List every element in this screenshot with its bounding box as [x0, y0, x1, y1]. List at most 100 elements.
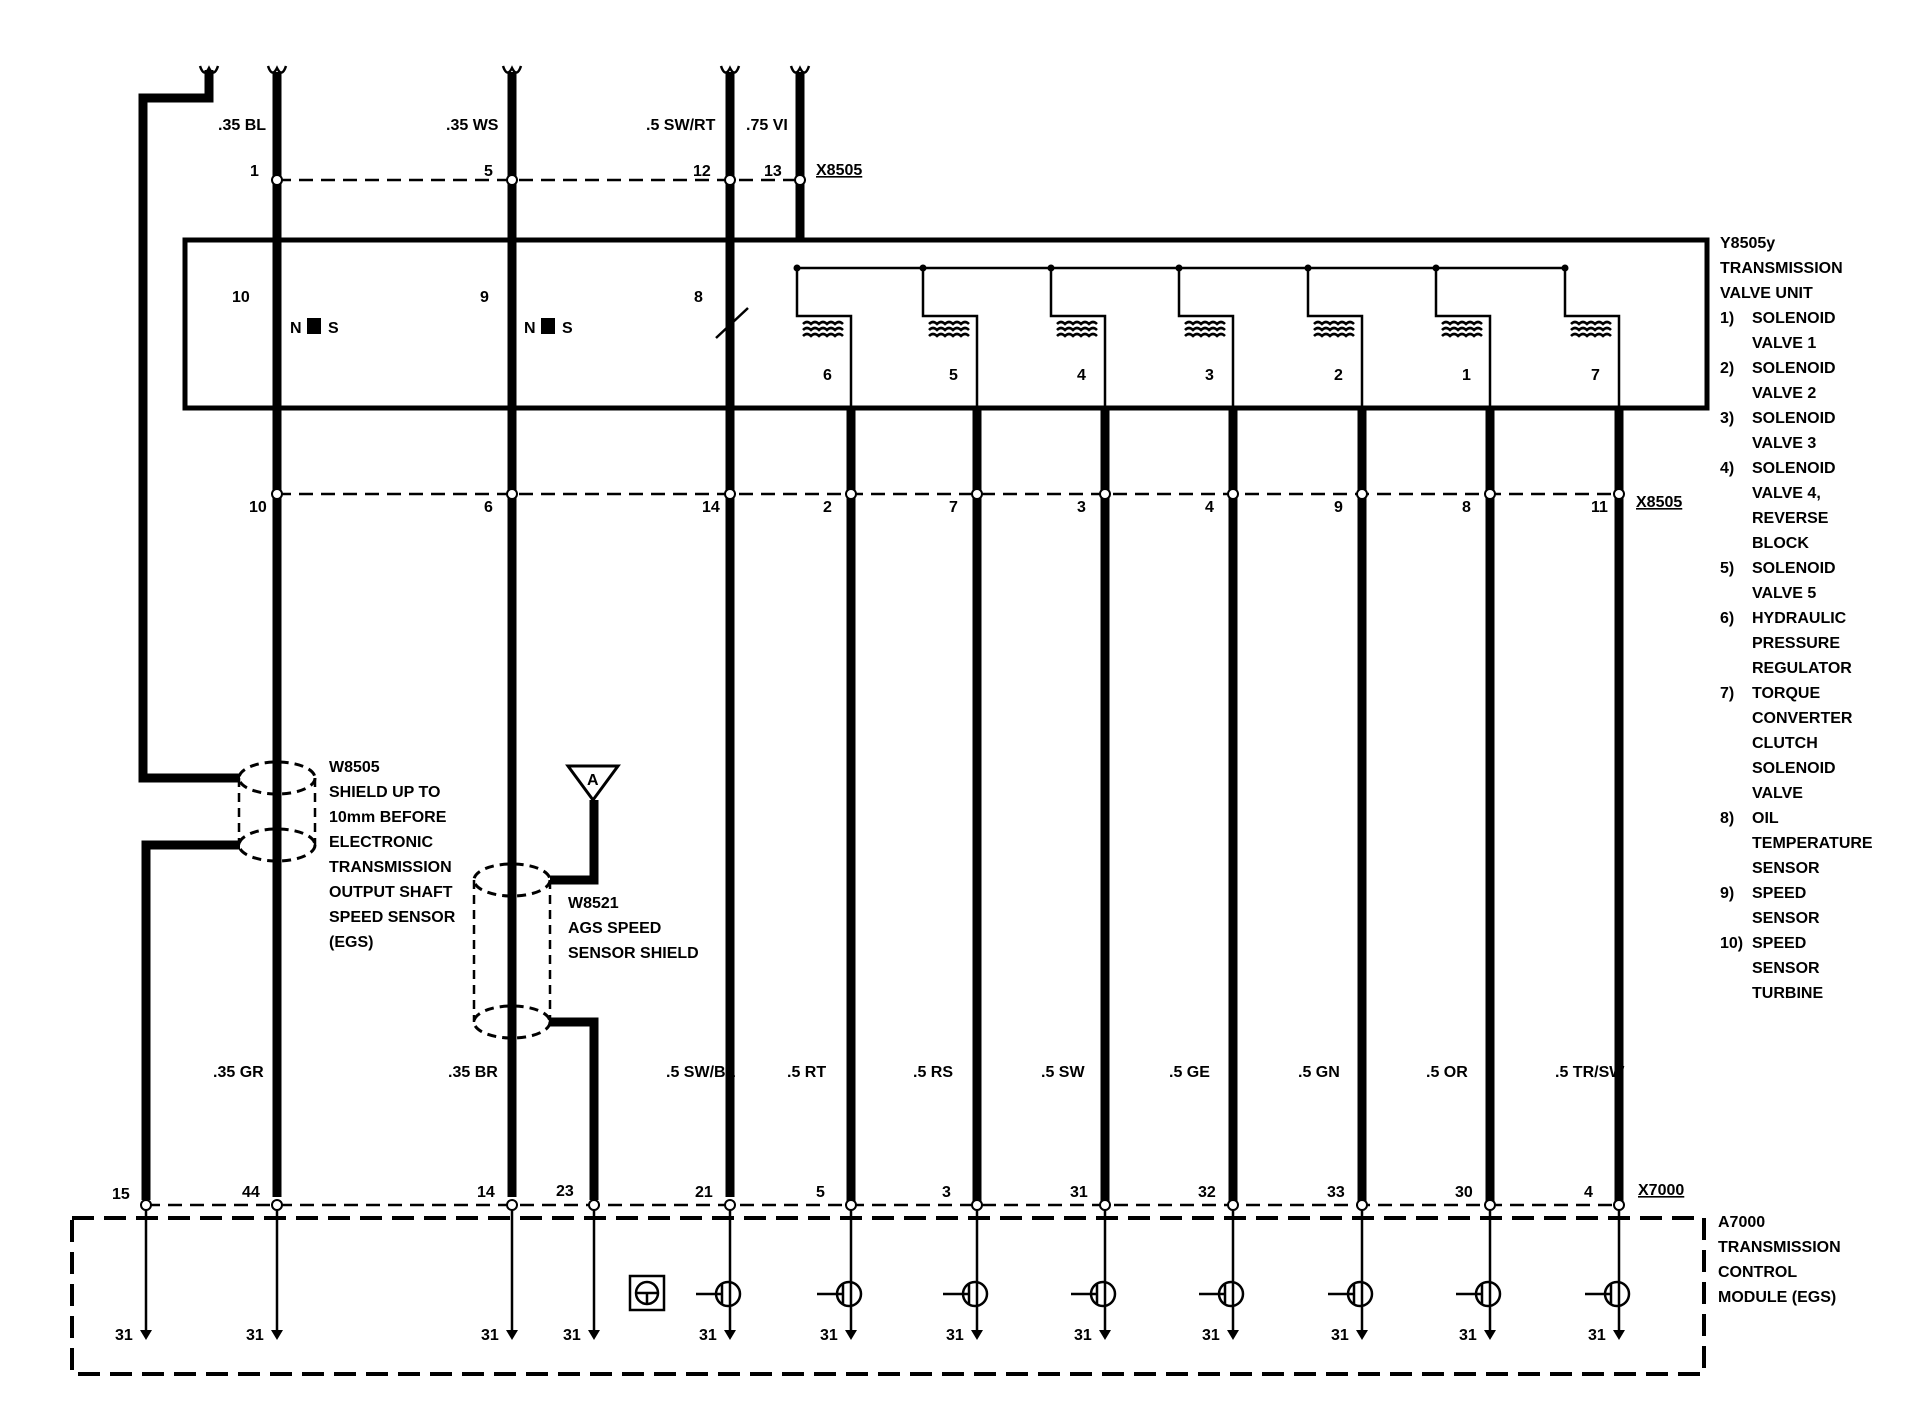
shield-w8521: W8521 AGS SPEED SENSOR SHIELD [472, 800, 699, 1200]
solenoid-label: 3 [1205, 367, 1214, 384]
legend-text: VALVE 5 [1752, 585, 1816, 602]
bottom-pin-number: 5 [816, 1184, 825, 1201]
bottom-pin-dot [1613, 1199, 1625, 1211]
connector-x8505-top: 1 5 12 13 X8505 [250, 162, 862, 186]
top-pin-5: 5 [484, 163, 493, 180]
svg-text:S: S [562, 320, 573, 337]
bottom-pin-number: 33 [1327, 1184, 1345, 1201]
legend-text: SENSOR [1752, 960, 1820, 977]
bottom-wire-color: .5 SW [1041, 1064, 1085, 1081]
solenoid-label: 5 [949, 367, 958, 384]
output-transistor-icon [1071, 1280, 1117, 1308]
bottom-wire-color: .5 RS [913, 1064, 953, 1081]
steering-wheel-icon [628, 1274, 666, 1312]
legend-text: OIL [1752, 810, 1779, 827]
solenoid-valve: 3 [1175, 264, 1235, 408]
legend-text: REVERSE [1752, 510, 1829, 527]
ground-label: 31 [1459, 1327, 1477, 1344]
shield-w8521-id: W8521 [568, 895, 619, 912]
ground-symbol [588, 1330, 600, 1340]
speed-sensor: 9 N S [480, 240, 573, 408]
mid-pin-number: 4 [1205, 499, 1214, 516]
sensor-label-10: 10 [232, 289, 250, 306]
shield-text-line: ELECTRONIC [329, 834, 433, 851]
bottom-wire-color: .5 SW/BL [666, 1064, 736, 1081]
bottom-pin-number: 3 [942, 1184, 951, 1201]
reference-marker-a: A [565, 764, 621, 803]
bottom-wire-color: .35 GR [213, 1064, 264, 1081]
legend-text: HYDRAULIC [1752, 610, 1847, 627]
valve-unit-title-1: TRANSMISSION [1720, 260, 1843, 277]
shield-text-line: AGS SPEED [568, 920, 661, 937]
top-wire-color-1: .35 BL [218, 117, 266, 134]
solenoid-valve: 6 [793, 264, 853, 408]
bottom-pin-dot [588, 1199, 600, 1211]
solenoid-label: 1 [1462, 367, 1471, 384]
ground-symbol [1227, 1330, 1239, 1340]
legend-text: SOLENOID [1752, 560, 1836, 577]
legend-text: SPEED [1752, 935, 1806, 952]
legend-number: 8) [1720, 810, 1734, 827]
lower-wires: .35 GR.35 BR.5 SW/BL.5 RT.5 RS.5 SW.5 GE… [213, 408, 1625, 1205]
output-transistor-icon [1328, 1280, 1374, 1308]
legend-text: TURBINE [1752, 985, 1823, 1002]
legend-text: SOLENOID [1752, 760, 1836, 777]
shield-drain-wire [138, 70, 240, 783]
shield-text-line: SHIELD UP TO [329, 784, 440, 801]
ground-symbol [271, 1330, 283, 1340]
sensor-label-8: 8 [694, 289, 703, 306]
ground-label: 31 [820, 1327, 838, 1344]
legend-text: CLUTCH [1752, 735, 1818, 752]
mid-pin-dot [1356, 488, 1368, 500]
legend-text: CONVERTER [1752, 710, 1853, 727]
shield-w8505-id: W8505 [329, 759, 380, 776]
bottom-pin-number: 44 [242, 1184, 260, 1201]
oil-temperature-sensor: 8 [694, 240, 749, 408]
speed-sensor-turbine: 10 N S [232, 240, 339, 408]
legend-text: VALVE 2 [1752, 385, 1816, 402]
module-line-3: MODULE (EGS) [1718, 1289, 1836, 1306]
solenoid-valve: 4 [1047, 264, 1107, 408]
bottom-pin-number: 21 [695, 1184, 713, 1201]
mid-pin-dot [1227, 488, 1239, 500]
mid-pin-number: 7 [949, 499, 958, 516]
mid-pin-number: 2 [823, 499, 832, 516]
legend-text: PRESSURE [1752, 635, 1840, 652]
output-transistor-icon [696, 1280, 742, 1308]
legend-text: SOLENOID [1752, 410, 1836, 427]
legend-text: VALVE 3 [1752, 435, 1816, 452]
legend-number: 9) [1720, 885, 1734, 902]
legend-text: BLOCK [1752, 535, 1809, 552]
bottom-wire-color: .5 RT [787, 1064, 826, 1081]
legend-text: TORQUE [1752, 685, 1820, 702]
ground-symbol [724, 1330, 736, 1340]
bottom-pin-dot [1356, 1199, 1368, 1211]
top-pin-13: 13 [764, 163, 782, 180]
bottom-wire-color: .5 TR/SW [1555, 1064, 1625, 1081]
mid-pin-dot [1484, 488, 1496, 500]
shield-text-line: SENSOR SHIELD [568, 945, 699, 962]
mid-pin-dot [271, 488, 283, 500]
mid-pin-number: 9 [1334, 499, 1343, 516]
bottom-pin-number: 30 [1455, 1184, 1473, 1201]
solenoid-label: 7 [1591, 367, 1600, 384]
solenoid-valve: 2 [1304, 264, 1364, 408]
bottom-wire-color: .5 GN [1298, 1064, 1340, 1081]
mid-pin-number: 11 [1591, 499, 1608, 516]
solenoid-group: 6 5 4 3 2 1 7 [793, 264, 1621, 408]
bottom-pin-dot [271, 1199, 283, 1211]
ags-shield-pin-23: 23 [556, 1183, 574, 1200]
ground-symbol [1356, 1330, 1368, 1340]
legend-text: SPEED [1752, 885, 1806, 902]
mid-pin-dot [724, 488, 736, 500]
svg-text:S: S [328, 320, 339, 337]
top-pin-12: 12 [693, 163, 711, 180]
shield-text-line: TRANSMISSION [329, 859, 452, 876]
control-module-box [70, 1216, 1706, 1376]
top-wires [198, 65, 811, 1197]
output-transistor-icon [1585, 1280, 1631, 1308]
